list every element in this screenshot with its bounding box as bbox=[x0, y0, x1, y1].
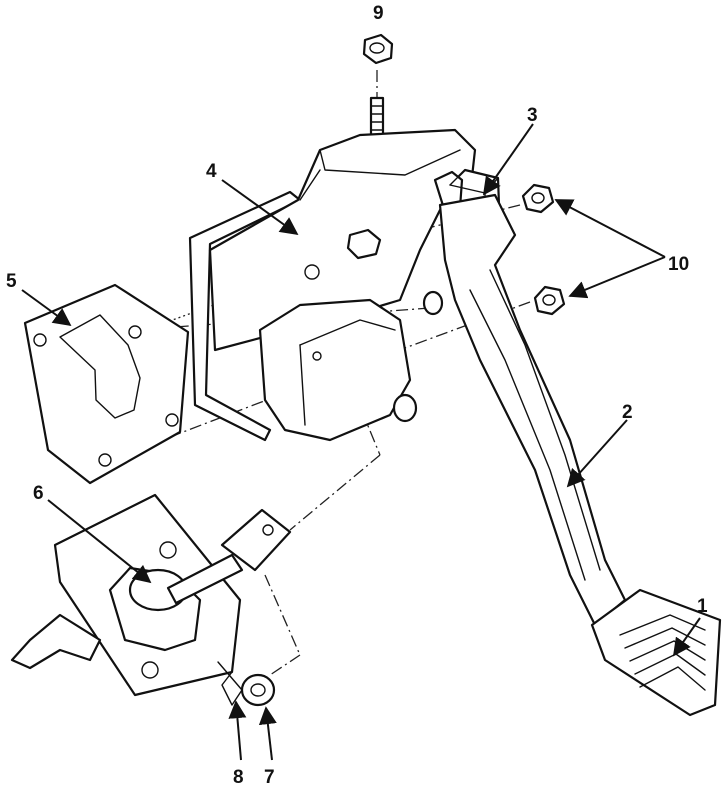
callout-2: 2 bbox=[622, 402, 633, 423]
callout-1: 1 bbox=[697, 596, 708, 617]
washer bbox=[240, 673, 276, 707]
nut-lower bbox=[533, 285, 566, 316]
callout-8: 8 bbox=[233, 767, 244, 788]
pedal-arm bbox=[438, 193, 627, 627]
callout-10: 10 bbox=[668, 254, 689, 275]
callout-labels: 1 2 3 4 5 6 7 8 9 10 bbox=[6, 3, 708, 788]
gasket-plate bbox=[23, 283, 190, 485]
pedal-bracket bbox=[188, 96, 477, 442]
callout-5: 5 bbox=[6, 271, 17, 292]
callout-6: 6 bbox=[33, 483, 44, 504]
callout-4: 4 bbox=[206, 161, 217, 182]
callout-3: 3 bbox=[527, 105, 538, 126]
nut-upper bbox=[521, 183, 555, 214]
leader-lines bbox=[21, 123, 701, 761]
pedal-pad bbox=[590, 588, 722, 717]
callout-7: 7 bbox=[264, 767, 275, 788]
callout-9: 9 bbox=[373, 3, 384, 24]
top-nut bbox=[362, 33, 394, 65]
mounting-nuts bbox=[521, 183, 566, 316]
master-cylinder bbox=[10, 493, 292, 697]
